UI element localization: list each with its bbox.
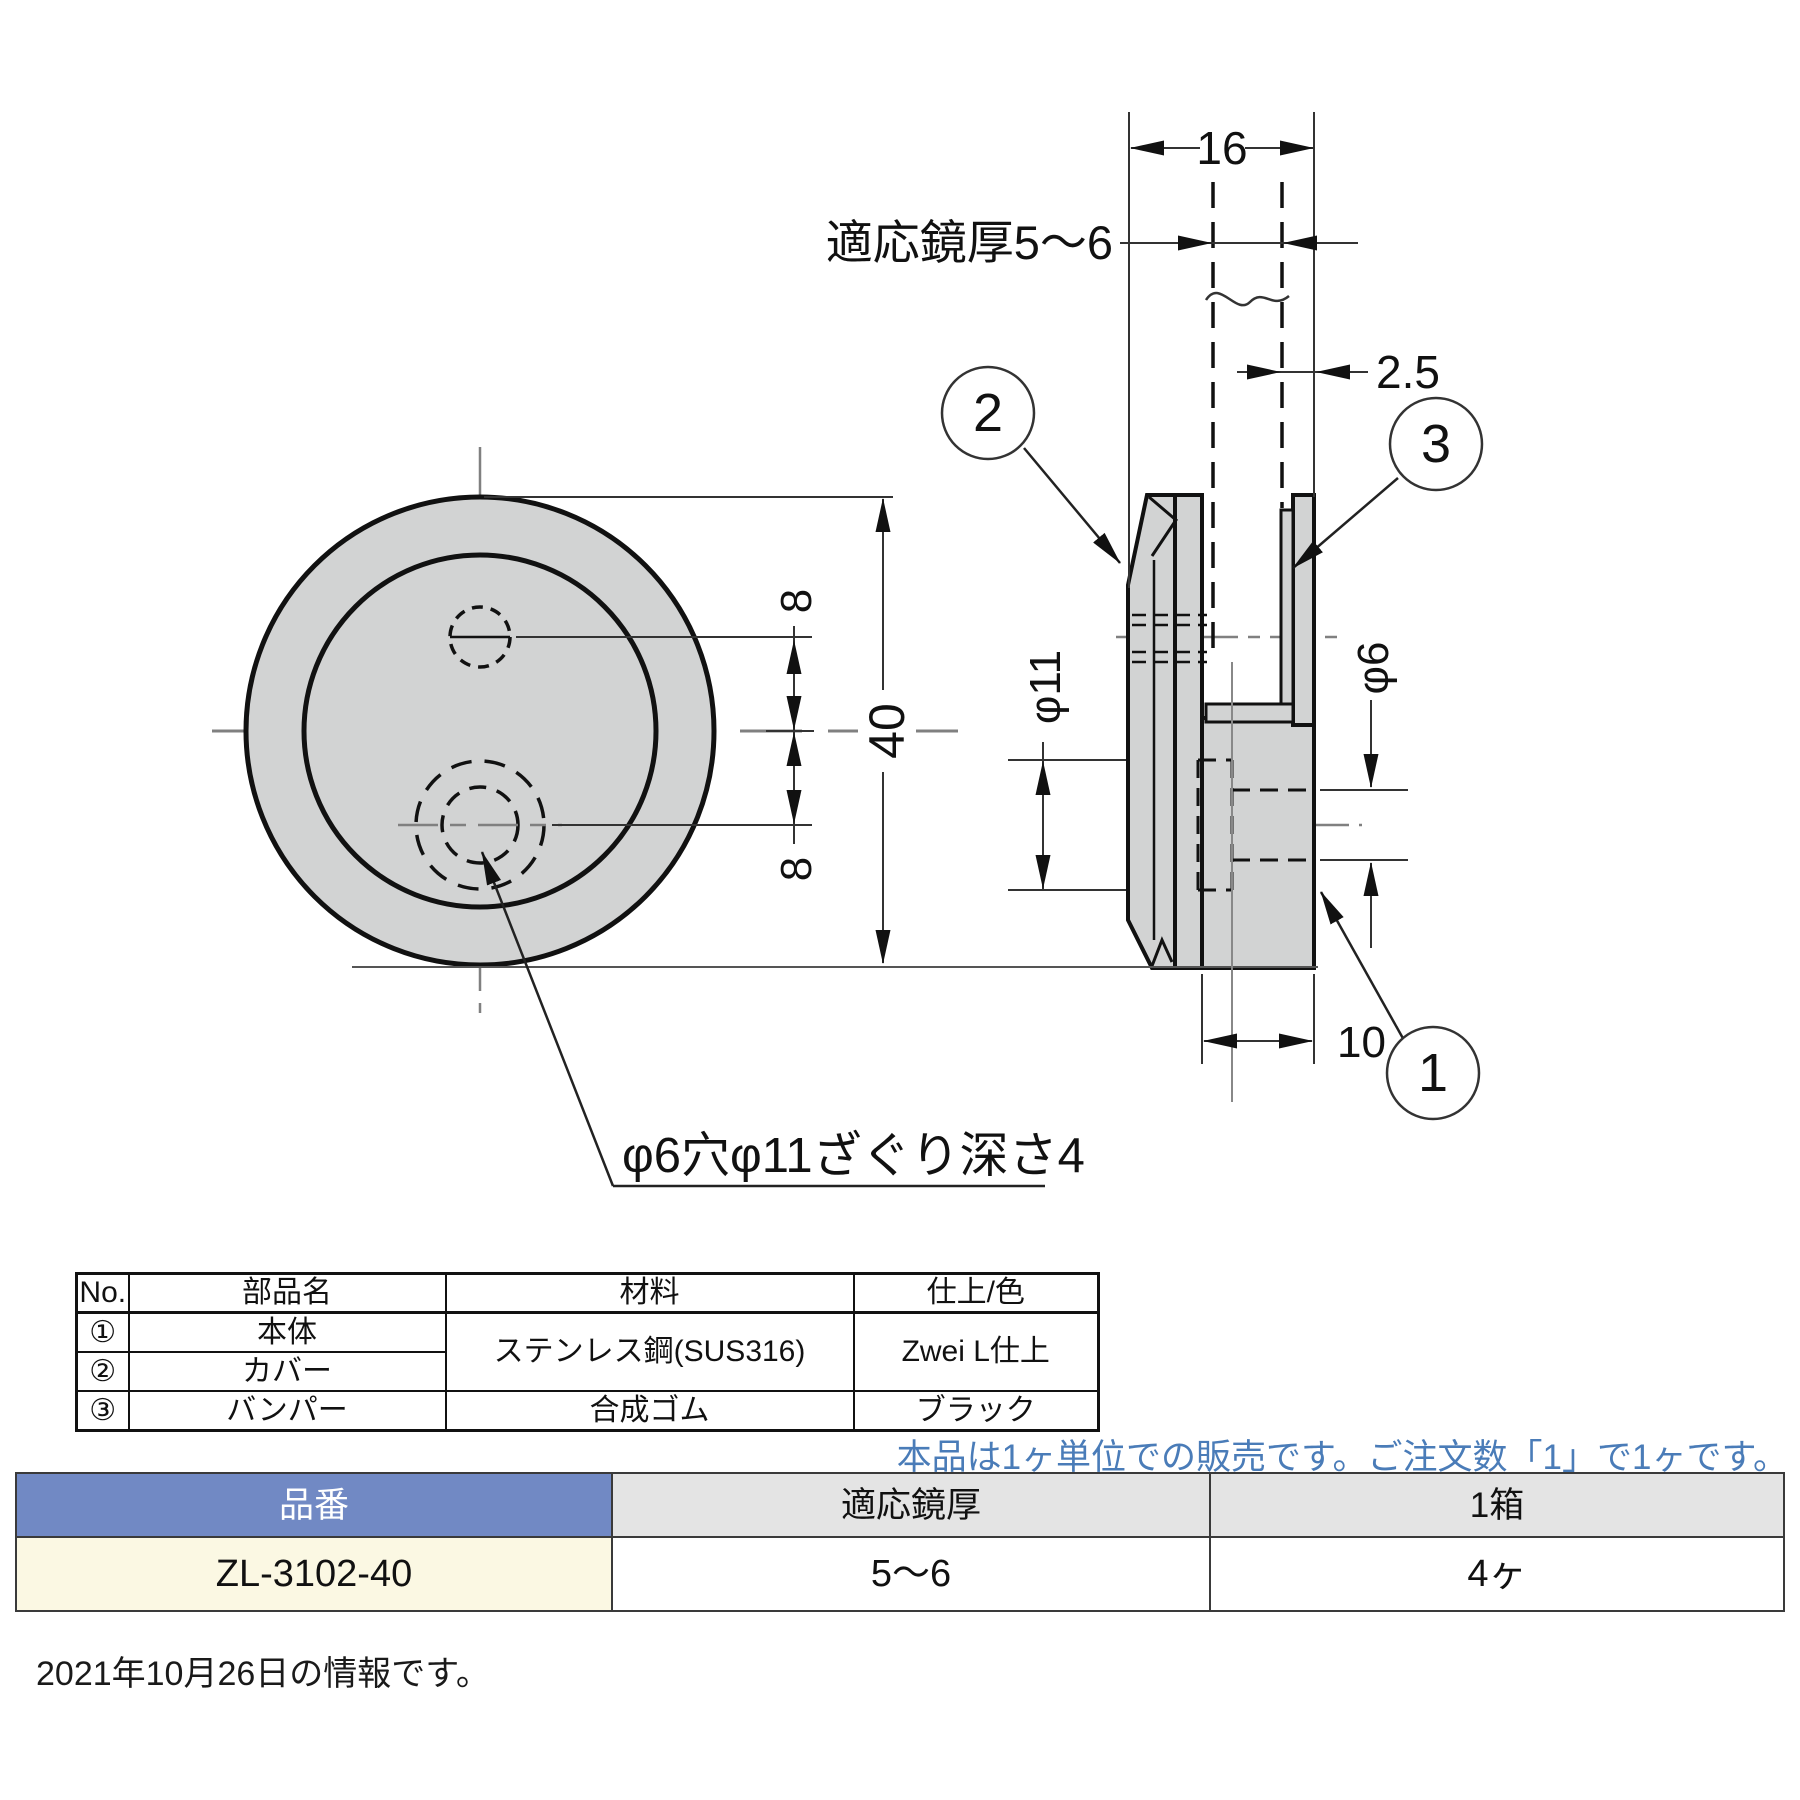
balloon-2-label: 2	[973, 383, 1003, 443]
part-material-1-2: ステンレス鋼(SUS316)	[444, 1311, 855, 1392]
parts-table-header-row: No. 部品名 材料 仕上/色	[75, 1272, 1100, 1314]
part-finish-3: ブラック	[852, 1390, 1100, 1432]
product-table: 品番 適応鏡厚 1箱 ZL-3102-40 5～6 4ヶ	[15, 1472, 1785, 1612]
inner-circle	[301, 552, 659, 910]
annotation-label: φ6穴φ11ざぐり深さ4	[622, 1129, 1085, 1183]
dim-2-5-label: 2.5	[1376, 346, 1440, 398]
label-mask	[858, 690, 910, 772]
balloon-1-circle	[1385, 1025, 1481, 1121]
bumper-pad	[1204, 702, 1295, 724]
outer-circle	[243, 494, 717, 968]
mirror-break-squiggle	[1204, 291, 1290, 307]
part-material-3: 合成ゴム	[444, 1390, 855, 1432]
balloon-1-leader	[1319, 891, 1407, 1043]
part-no-1: ①	[75, 1311, 130, 1353]
part-finish-1-2: Zwei L仕上	[852, 1311, 1100, 1392]
part-name-2: カバー	[127, 1351, 447, 1392]
side-view	[1116, 182, 1362, 970]
dim-phi11-label: φ11	[1021, 650, 1070, 724]
product-table-data-row: ZL-3102-40 5～6 4ヶ	[15, 1536, 1785, 1612]
parts-header-finish: 仕上/色	[852, 1272, 1100, 1314]
body-back-wall	[1291, 493, 1316, 727]
part-no-3: ③	[75, 1390, 130, 1432]
part-name-1: 本体	[127, 1311, 447, 1353]
product-part-no: ZL-3102-40	[15, 1536, 613, 1612]
product-table-header-row: 品番 適応鏡厚 1箱	[15, 1472, 1785, 1538]
label-mask	[776, 576, 812, 626]
dim-16-label: 16	[1196, 122, 1247, 174]
dim-phi6-label: φ6	[1349, 641, 1398, 694]
balloon-3-label: 3	[1421, 414, 1451, 474]
product-header-part-no: 品番	[15, 1472, 613, 1538]
part-name-3: バンパー	[127, 1390, 447, 1432]
dim-8-top-label: 8	[772, 589, 821, 613]
product-per-box: 4ヶ	[1209, 1536, 1785, 1612]
parts-table: No. 部品名 材料 仕上/色 ① 本体 ステンレス鋼(SUS316) Zwei…	[75, 1272, 1100, 1432]
parts-header-no: No.	[75, 1272, 130, 1314]
product-header-per-box: 1箱	[1209, 1472, 1785, 1538]
sales-note: 本品は1ヶ単位での販売です。ご注文数「1」で1ヶです。	[896, 1438, 1788, 1477]
footer-date-note: 2021年10月26日の情報です。	[36, 1655, 490, 1693]
hole-annotation: φ6穴φ11ざぐり深さ4	[480, 851, 1085, 1188]
dimensions: 16 適応鏡厚5～6 2.5 8 8 40 φ11	[352, 112, 1440, 1102]
part-no-2: ②	[75, 1351, 130, 1392]
parts-row-1: ① 本体 ステンレス鋼(SUS316) Zwei L仕上	[75, 1311, 1100, 1392]
balloon-2-leader	[1023, 447, 1121, 564]
balloon-3-leader	[1292, 477, 1399, 569]
dim-10-label: 10	[1337, 1018, 1386, 1067]
label-mask	[1018, 632, 1068, 742]
dim-mirror-label: 適応鏡厚5～6	[826, 216, 1113, 269]
body-lower-block	[1200, 716, 1316, 970]
balloon-3-circle	[1388, 396, 1484, 492]
parts-header-material: 材料	[444, 1272, 855, 1314]
product-mirror-thickness: 5～6	[611, 1536, 1211, 1612]
parts-row-3: ③ バンパー 合成ゴム ブラック	[75, 1390, 1100, 1432]
label-mask	[776, 844, 812, 894]
dim-40-label: 40	[859, 703, 915, 759]
balloon-2-circle	[940, 365, 1036, 461]
bumper-vertical	[1279, 508, 1295, 714]
balloon-1-label: 1	[1418, 1043, 1448, 1103]
dim-8-bottom-label: 8	[772, 857, 821, 881]
parts-header-name: 部品名	[127, 1272, 447, 1314]
parts-row-2: ② カバー	[75, 1351, 1099, 1392]
product-header-mirror-thickness: 適応鏡厚	[611, 1472, 1211, 1538]
cover-top-notch	[1148, 495, 1178, 557]
balloons: 2 3 1	[940, 365, 1484, 1121]
cover-bottom-notch	[1150, 936, 1174, 967]
cover-outline	[1126, 493, 1204, 970]
annotation-leader	[480, 851, 615, 1187]
front-view	[212, 447, 958, 1013]
